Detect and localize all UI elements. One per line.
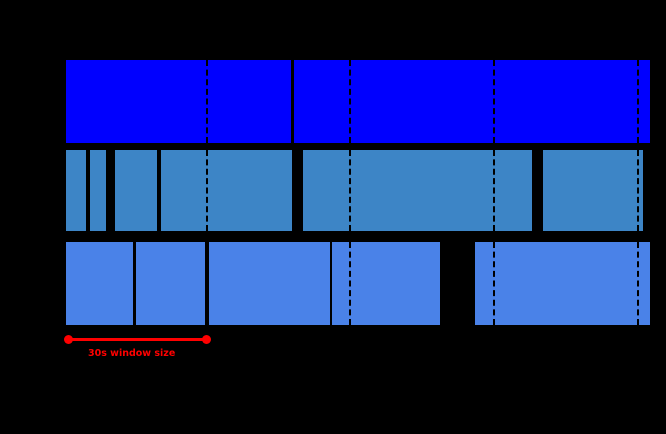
timeline-segment[interactable] — [161, 150, 292, 231]
timeline-segment[interactable] — [209, 242, 330, 325]
timeline-segment[interactable] — [90, 150, 106, 231]
timeline-segment[interactable] — [543, 150, 643, 231]
timeline-segment[interactable] — [294, 60, 650, 143]
timeline-segment[interactable] — [66, 150, 86, 231]
arrow-cap-right-icon — [202, 335, 211, 344]
timeline-segment[interactable] — [66, 60, 291, 143]
timeline-segment[interactable] — [66, 242, 133, 325]
window-size-label: 30s window size — [88, 348, 176, 359]
timeline-segment[interactable] — [136, 242, 205, 325]
timeline-segment[interactable] — [115, 150, 157, 231]
timeline-segment[interactable] — [475, 242, 650, 325]
window-span-line — [68, 338, 207, 341]
timeline-track — [0, 60, 666, 143]
